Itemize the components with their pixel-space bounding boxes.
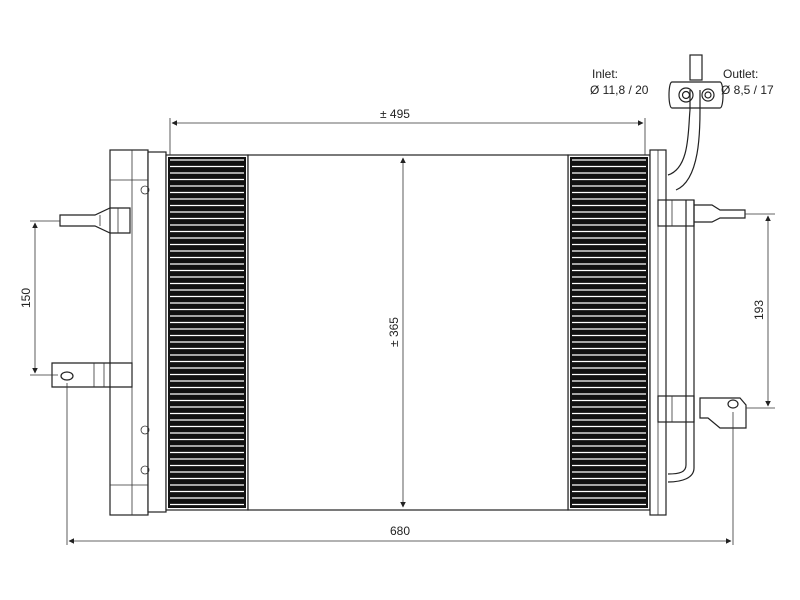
dimension-width-top-label: ± 495 [380,107,410,121]
fin-stripes-left [170,159,244,506]
right-upper-bracket [657,199,746,227]
outlet-size: Ø 8,5 / 17 [721,83,774,97]
outlet-callout: Outlet: Ø 8,5 / 17 [721,67,774,97]
dimension-overall-width-label: 680 [390,524,410,538]
dimension-right-spacing-label: 193 [752,300,766,320]
dimension-left-brackets: 150 [19,220,60,376]
dimension-left-spacing-label: 150 [19,288,33,308]
outlet-port-icon [701,88,715,102]
left-upper-bracket [59,207,131,234]
right-pipe [667,90,701,483]
fin-stripes-right [572,159,646,506]
inlet-port-icon [678,87,694,103]
core-left-fins [165,154,249,511]
inlet-callout: Inlet: Ø 11,8 / 20 [590,67,649,97]
left-tank [109,149,167,516]
dimension-center-height: ± 365 [387,157,406,508]
port-block [668,54,724,109]
dimension-overall-width: 680 [66,383,734,545]
inlet-label: Inlet: [592,67,618,81]
core-center [247,154,569,511]
core-right-fins [567,154,651,511]
dimension-height-center-label: ± 365 [387,317,401,347]
outlet-label: Outlet: [723,67,758,81]
inlet-size: Ø 11,8 / 20 [590,83,649,97]
dimension-right-brackets: 193 [745,213,775,409]
dimension-top-width: ± 495 [169,107,646,155]
left-lower-bracket [51,362,133,388]
right-tank [649,149,667,516]
